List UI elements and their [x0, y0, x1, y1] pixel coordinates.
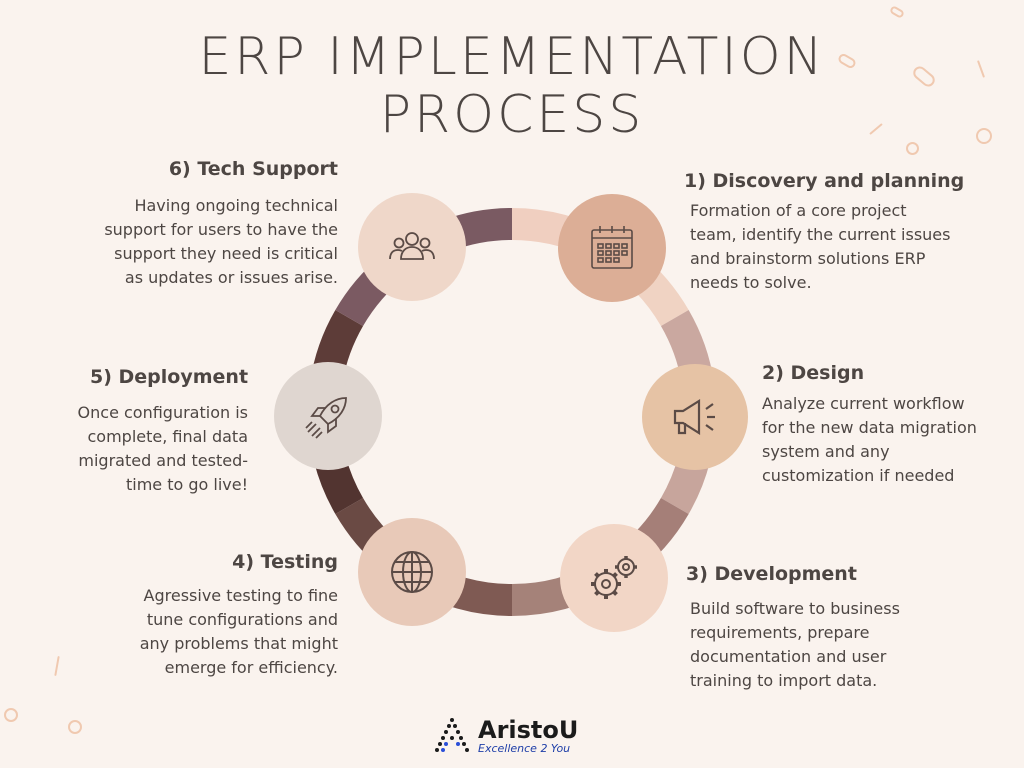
step-3-circle — [560, 524, 668, 632]
logo-name: AristoU — [478, 716, 579, 744]
title-line-1: ERP IMPLEMENTATION — [198, 27, 826, 87]
step-3-description: Build software to business requirements,… — [690, 599, 900, 690]
step-2-description: Analyze current workflow for the new dat… — [762, 394, 977, 485]
step-1-title: 1) Discovery and planning — [684, 170, 965, 192]
step-4-title: 4) Testing — [232, 551, 338, 573]
step-5-circle — [274, 362, 382, 470]
calendar-icon — [591, 226, 633, 269]
decoration — [68, 720, 82, 734]
users-icon — [389, 232, 435, 260]
gears-icon — [591, 556, 637, 599]
step-2-circle — [642, 364, 748, 470]
step-1-description: Formation of a core project team, identi… — [690, 201, 951, 292]
globe-icon — [391, 551, 433, 593]
step-2-title: 2) Design — [762, 362, 865, 384]
step-5-description: Once configuration is complete, final da… — [77, 403, 248, 494]
step-6-title: 6) Tech Support — [168, 158, 338, 180]
step-6-circle — [358, 193, 466, 301]
megaphone-icon — [673, 399, 715, 435]
step-4-description: Agressive testing to fine tune configura… — [139, 586, 338, 677]
rocket-icon — [305, 397, 347, 439]
step-4-circle — [358, 518, 466, 626]
step-1-circle — [558, 194, 666, 302]
step-3-title: 3) Development — [686, 563, 857, 585]
step-5-title: 5) Deployment — [90, 366, 249, 388]
logo-mark-icon — [435, 718, 469, 752]
brand-logo: AristoU Excellence 2 You — [430, 716, 630, 756]
title-line-2: PROCESS — [379, 85, 645, 145]
step-6-description: Having ongoing technical support for use… — [104, 196, 338, 287]
page-title: ERP IMPLEMENTATION PROCESS — [0, 28, 1024, 144]
decoration — [906, 142, 919, 155]
logo-tagline: Excellence 2 You — [478, 742, 571, 755]
